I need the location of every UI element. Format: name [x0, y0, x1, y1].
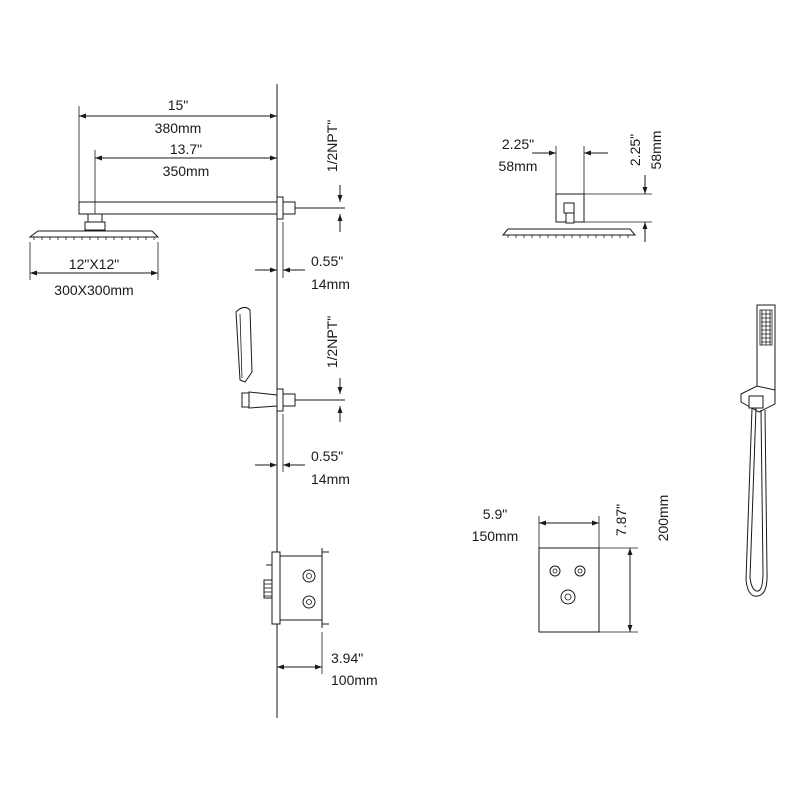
shower-head-front-view	[501, 193, 637, 238]
hand-shower-with-hose	[740, 304, 776, 597]
arm-reach-mm-label: 350mm	[163, 163, 210, 179]
outlet-flange-in-label: 0.55"	[311, 448, 343, 464]
arm-reach-in-label: 13.7"	[170, 141, 202, 157]
trim-height-in-label: 7.87"	[613, 504, 629, 536]
valve-depth-in-label: 3.94"	[331, 650, 363, 666]
hand-shower-side-view	[235, 306, 278, 409]
arm-thread-label: 1/2NPT"	[324, 120, 340, 172]
head-size-mm-label: 300X300mm	[54, 282, 133, 298]
valve-depth-mm-label: 100mm	[331, 672, 378, 688]
arm-length-mm-label: 380mm	[155, 120, 202, 136]
wall-outlet-side-view	[276, 388, 345, 412]
head-side-width-in-label: 2.25"	[502, 136, 534, 152]
valve-trim-plate-front-view	[538, 547, 600, 633]
head-side-height-mm-label: 58mm	[648, 131, 664, 170]
valve-body-side-view	[263, 548, 329, 628]
arm-flange-mm-label: 14mm	[311, 276, 350, 292]
trim-width-mm-label: 150mm	[472, 528, 519, 544]
head-side-height-in-label: 2.25"	[627, 134, 643, 166]
shower-arm-side-view	[78, 196, 345, 231]
arm-flange-in-label: 0.55"	[311, 253, 343, 269]
head-size-in-label: 12"X12"	[69, 256, 119, 272]
rain-shower-head-side-view	[28, 230, 160, 240]
outlet-flange-mm-label: 14mm	[311, 471, 350, 487]
trim-width-in-label: 5.9"	[483, 506, 507, 522]
head-side-width-mm-label: 58mm	[499, 158, 538, 174]
trim-height-mm-label: 200mm	[655, 495, 671, 542]
outlet-thread-label: 1/2NPT"	[324, 316, 340, 368]
arm-length-in-label: 15"	[168, 97, 189, 113]
